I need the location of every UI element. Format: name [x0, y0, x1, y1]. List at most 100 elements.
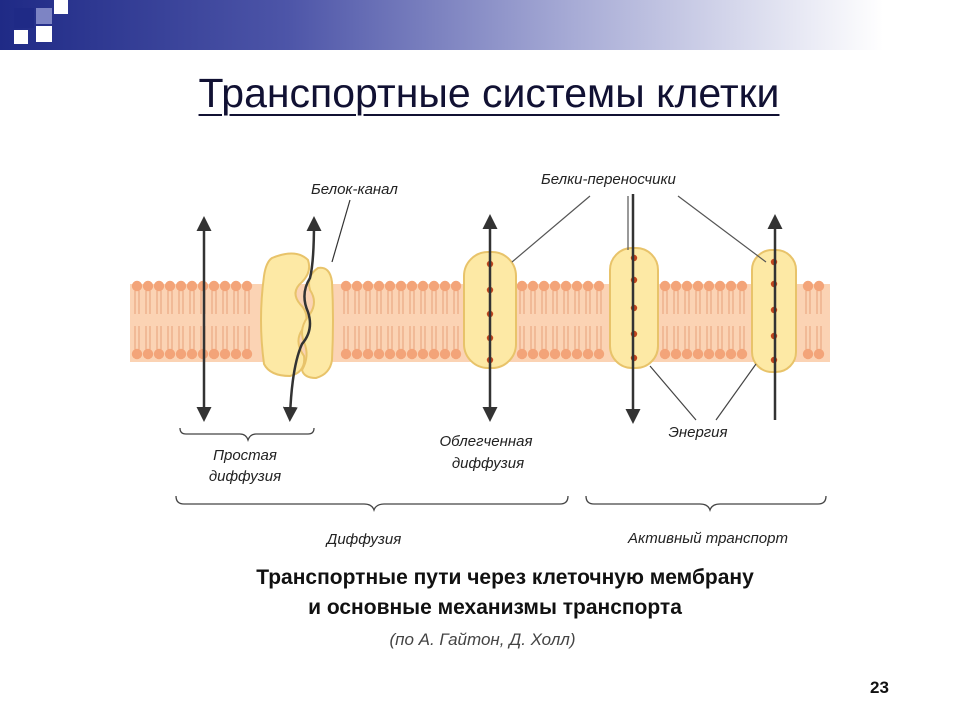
phospholipid-head — [527, 348, 539, 360]
phospholipid-head — [549, 280, 561, 292]
phospholipid-head — [186, 348, 198, 360]
phospholipid-head — [516, 348, 528, 360]
diffusion-brace — [175, 495, 569, 513]
phospholipid-head — [241, 348, 253, 360]
phospholipid-head — [538, 348, 550, 360]
phospholipid-head — [362, 348, 374, 360]
phospholipid-head — [373, 348, 385, 360]
phospholipid-head — [659, 280, 671, 292]
active-transport-brace — [585, 495, 827, 513]
caption-line-2: и основные механизмы транспорта — [308, 596, 682, 619]
phospholipid-head — [384, 280, 396, 292]
label-carrier-proteins: Белки-переносчики — [541, 171, 677, 188]
phospholipid-head — [714, 280, 726, 292]
phospholipid-head — [582, 348, 594, 360]
phospholipid-head — [241, 280, 253, 292]
phospholipid-head — [142, 280, 154, 292]
page-number: 23 — [870, 678, 889, 697]
phospholipid-head — [560, 348, 572, 360]
phospholipid-head — [439, 280, 451, 292]
phospholipid-head — [219, 348, 231, 360]
phospholipid-head — [428, 280, 440, 292]
simple-diffusion-brace — [179, 427, 315, 443]
phospholipid-head — [164, 280, 176, 292]
phospholipid-head — [175, 348, 187, 360]
label-active-transport: Активный транспорт — [627, 530, 788, 547]
phospholipid-head — [527, 280, 539, 292]
label-diffusion: Диффузия — [325, 531, 401, 548]
phospholipid-head — [428, 348, 440, 360]
caption-line-1: Транспортные пути через клеточную мембра… — [256, 566, 754, 589]
slide-title: Транспортные системы клетки — [198, 70, 780, 116]
phospholipid-head — [538, 280, 550, 292]
corner-square-decoration — [14, 8, 34, 28]
phospholipid-head — [802, 280, 814, 292]
phospholipid-head — [351, 348, 363, 360]
phospholipid-head — [230, 280, 242, 292]
phospholipid-head — [186, 280, 198, 292]
phospholipid-head — [362, 280, 374, 292]
label-simple-diffusion-1: Простая — [213, 447, 277, 464]
phospholipid-head — [417, 280, 429, 292]
phospholipid-head — [549, 348, 561, 360]
corner-square-decoration — [36, 26, 52, 42]
phospholipid-head — [659, 348, 671, 360]
phospholipid-heads — [131, 280, 825, 360]
phospholipid-head — [571, 280, 583, 292]
carrier-label-pointer-1 — [511, 195, 591, 263]
phospholipid-head — [450, 280, 462, 292]
corner-square-decoration — [36, 8, 52, 24]
energy-label-pointer-1 — [649, 365, 697, 421]
phospholipid-head — [736, 348, 748, 360]
caption-source: (по А. Гайтон, Д. Холл) — [389, 630, 576, 649]
label-energy: Энергия — [668, 424, 727, 441]
phospholipid-head — [230, 348, 242, 360]
phospholipid-head — [406, 280, 418, 292]
label-facilitated-diffusion-2: диффузия — [452, 455, 524, 472]
phospholipid-head — [725, 348, 737, 360]
phospholipid-head — [593, 280, 605, 292]
phospholipid-head — [670, 348, 682, 360]
phospholipid-head — [384, 348, 396, 360]
phospholipid-head — [516, 280, 528, 292]
phospholipid-head — [736, 280, 748, 292]
phospholipid-head — [681, 280, 693, 292]
phospholipid-head — [351, 280, 363, 292]
phospholipid-head — [450, 348, 462, 360]
phospholipid-head — [417, 348, 429, 360]
carrier-label-pointer-3 — [677, 195, 767, 263]
phospholipid-head — [593, 348, 605, 360]
phospholipid-head — [164, 348, 176, 360]
phospholipid-head — [340, 348, 352, 360]
channel-label-pointer — [331, 199, 351, 263]
energy-label-pointer-2 — [715, 363, 757, 421]
phospholipid-head — [340, 280, 352, 292]
phospholipid-head — [131, 280, 143, 292]
phospholipid-head — [703, 348, 715, 360]
corner-square-decoration — [54, 0, 68, 14]
phospholipid-head — [395, 280, 407, 292]
phospholipid-head — [208, 348, 220, 360]
phospholipid-head — [802, 348, 814, 360]
phospholipid-head — [560, 280, 572, 292]
phospholipid-head — [373, 280, 385, 292]
phospholipid-head — [153, 280, 165, 292]
phospholipid-head — [571, 348, 583, 360]
phospholipid-head — [406, 348, 418, 360]
phospholipid-head — [175, 280, 187, 292]
header-gradient-bar — [0, 0, 960, 50]
label-channel-protein: Белок-канал — [311, 181, 398, 198]
phospholipid-head — [813, 348, 825, 360]
phospholipid-head — [714, 348, 726, 360]
phospholipid-head — [208, 280, 220, 292]
phospholipid-head — [153, 348, 165, 360]
phospholipid-head — [131, 348, 143, 360]
phospholipid-head — [692, 280, 704, 292]
phospholipid-head — [813, 280, 825, 292]
corner-square-decoration — [14, 30, 28, 44]
label-facilitated-diffusion-1: Облегченная — [440, 433, 533, 450]
phospholipid-head — [703, 280, 715, 292]
phospholipid-head — [681, 348, 693, 360]
channel-protein-left-half — [260, 252, 311, 378]
